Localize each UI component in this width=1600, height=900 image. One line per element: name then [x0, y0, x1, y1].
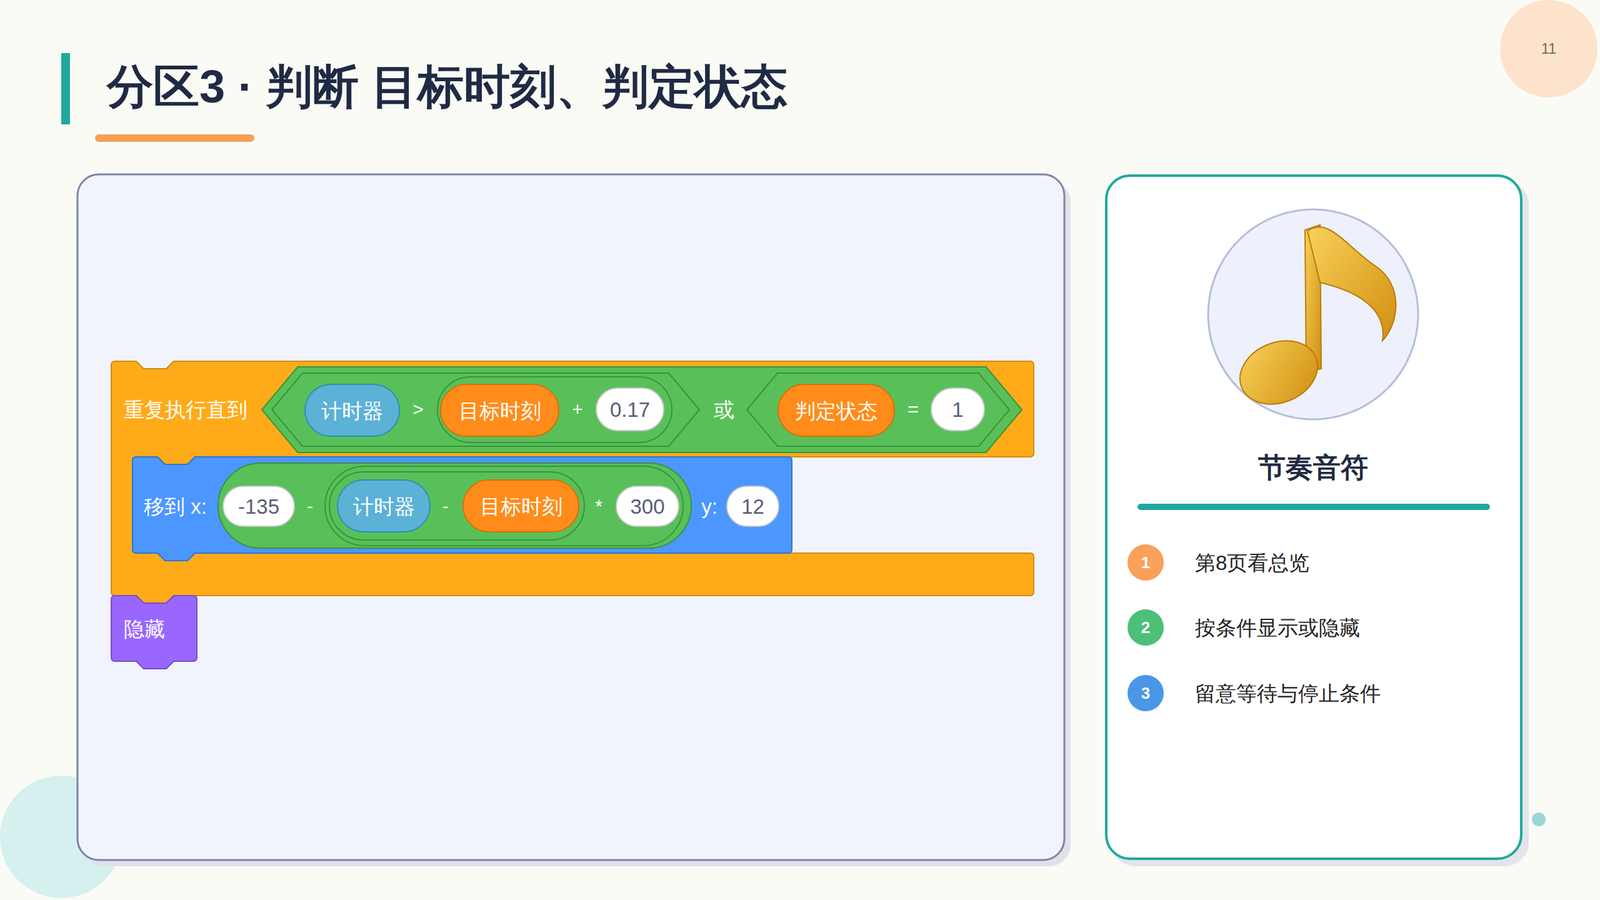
- subtract-operator-outline: [329, 471, 585, 540]
- number-input-outline: [596, 388, 664, 431]
- or-operator-outline: [261, 366, 1022, 453]
- info-card-shape: [1105, 174, 1523, 860]
- page-number-text: 11: [1541, 41, 1557, 57]
- info-card-text: 节奏音符: [1258, 453, 1369, 482]
- number-input: 300: [615, 485, 680, 527]
- number-input: 12: [726, 485, 780, 527]
- callout-number-outline: [1127, 609, 1164, 646]
- greater-than-operator: > 计时器 + 目标时刻 0.17: [271, 372, 700, 447]
- icon-circle: [1208, 209, 1419, 420]
- add-operator: + 目标时刻 0.17: [436, 376, 673, 444]
- repeat-until-block-text: 重复执行直到: [123, 399, 248, 420]
- callout-number-text: 3: [1141, 685, 1150, 702]
- motion-block: 移到 x: y: - -135 * - 计时器 目标时刻 300 12: [132, 456, 792, 554]
- variable-reporter-text: 判定状态: [795, 400, 878, 421]
- callout-number: 2: [1127, 609, 1164, 646]
- greater-than-operator-outline: [271, 373, 700, 447]
- number-input-text: 0.17: [610, 399, 650, 420]
- callout-number-outline: [1127, 675, 1164, 712]
- number-input-outline: [931, 388, 985, 431]
- subtract-operator-text: -: [442, 496, 449, 516]
- variable-reporter-text: 目标时刻: [458, 400, 542, 421]
- add-operator-text: +: [571, 400, 584, 419]
- slide-title: 分区3 · 判断 目标时刻、判定状态: [106, 63, 788, 110]
- or-operator: 或 > 计时器 + 目标时刻 0.17 = 判定状态 1: [261, 366, 1023, 454]
- page-number-outline: [1500, 0, 1598, 98]
- motion-block-text: y:: [701, 496, 718, 517]
- motion-block-outline: [132, 456, 792, 561]
- repeat-until-block-outline: [111, 361, 1034, 604]
- callout-number-text: 1: [1141, 554, 1150, 571]
- number-input-outline: [726, 486, 779, 527]
- list-item: 按条件显示或隐藏: [1195, 617, 1360, 639]
- add-operator-outline: [437, 376, 672, 443]
- number-input: 1: [930, 387, 985, 432]
- number-input-text: 1: [951, 399, 964, 420]
- number-input: 0.17: [595, 387, 665, 432]
- repeat-until-block: 重复执行直到或>计时器+目标时刻0.17=判定状态1移到 x:y:--135*-…: [111, 361, 1034, 596]
- callout-number-text: 2: [1141, 619, 1150, 636]
- page-number: 11: [1500, 0, 1598, 98]
- subtract-operator: - -135 * - 计时器 目标时刻 300: [217, 462, 692, 549]
- info-card: 节奏音符 1 2 3: [1105, 174, 1523, 860]
- hide-block: 隐藏: [111, 595, 197, 662]
- number-input-text: -135: [238, 496, 280, 517]
- hide-block-outline: [111, 595, 197, 669]
- number-input-outline: [616, 486, 679, 527]
- variable-reporter: 目标时刻: [462, 479, 580, 533]
- variable-reporter-outline: [463, 480, 579, 532]
- equals-operator: = 判定状态 1: [746, 372, 1010, 447]
- subtract-operator-text: -: [306, 496, 314, 516]
- timer-reporter-text: 计时器: [353, 495, 415, 517]
- card-divider: [1137, 503, 1490, 510]
- callout-number: 3: [1127, 675, 1164, 712]
- code-panel: [77, 174, 1065, 860]
- variable-reporter-outline: [778, 384, 895, 437]
- decor-dot: [1531, 812, 1546, 827]
- number-input-text: 300: [630, 496, 665, 517]
- number-input-outline: [223, 486, 295, 527]
- equals-operator-outline: [746, 373, 1010, 447]
- variable-reporter: 目标时刻: [440, 383, 560, 437]
- number-input-text: 12: [741, 496, 765, 517]
- variable-reporter: 判定状态: [777, 383, 895, 437]
- list-item: 第8页看总览: [1195, 552, 1310, 574]
- subtract-operator-outline: [218, 463, 692, 549]
- greater-than-operator-text: >: [412, 400, 424, 419]
- callout-number: 1: [1127, 544, 1164, 581]
- callout-number-outline: [1127, 544, 1164, 581]
- timer-reporter: 计时器: [336, 479, 431, 533]
- title-bar: [61, 53, 70, 125]
- equals-operator-text: =: [907, 400, 919, 419]
- hide-block-text: 隐藏: [123, 618, 165, 640]
- variable-reporter-text: 目标时刻: [480, 495, 563, 517]
- timer-reporter-text: 计时器: [321, 400, 384, 421]
- timer-reporter-outline: [305, 384, 400, 437]
- timer-reporter-outline: [337, 480, 430, 532]
- multiply-operator: * - 计时器 目标时刻 300: [324, 465, 684, 547]
- list-item: 留意等待与停止条件: [1195, 683, 1381, 704]
- or-operator-text: 或: [713, 399, 735, 420]
- info-card-outline: [1106, 175, 1522, 859]
- multiply-operator-text: *: [595, 496, 603, 516]
- multiply-operator-outline: [325, 466, 684, 546]
- subtract-operator: - 计时器 目标时刻: [328, 471, 585, 541]
- timer-reporter: 计时器: [304, 383, 400, 437]
- variable-reporter-outline: [440, 384, 559, 437]
- motion-block-text: 移到 x:: [143, 496, 207, 517]
- music-note: [1230, 225, 1397, 415]
- title-underline: [95, 134, 255, 142]
- number-input: -135: [222, 485, 295, 527]
